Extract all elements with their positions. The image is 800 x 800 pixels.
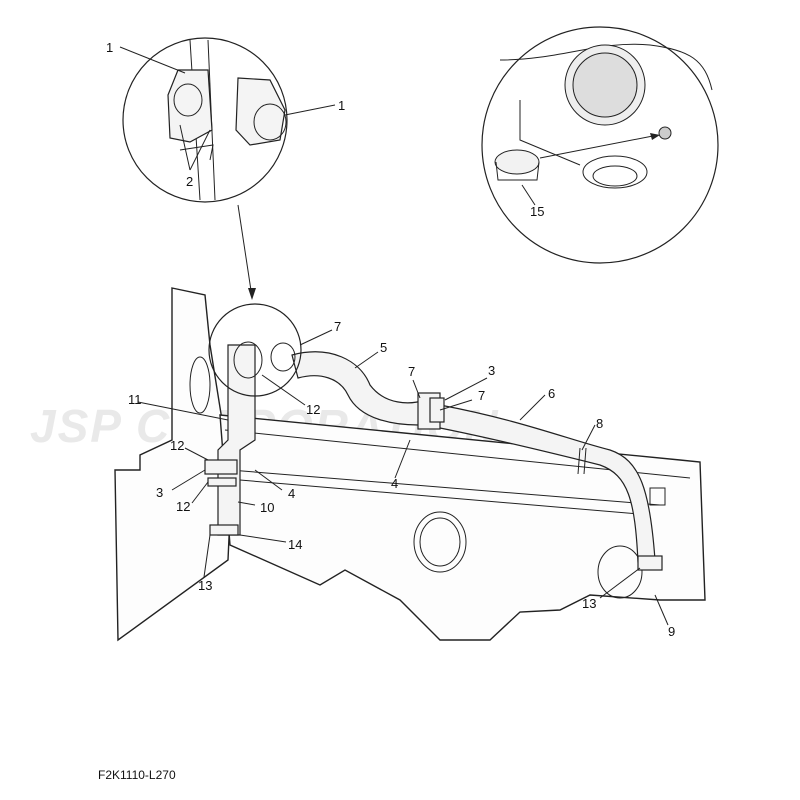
callout-6: 6 [548,386,555,401]
callout-10: 10 [260,500,274,515]
callout-3b: 3 [156,485,163,500]
callout-14: 14 [288,537,302,552]
callout-12c: 12 [176,499,190,514]
detail-zoom-mid [208,204,302,397]
callout-labels: 1 1 2 15 7 5 7 3 7 6 11 12 8 12 4 3 4 12… [106,40,675,639]
callout-7c: 7 [478,388,485,403]
callout-8: 8 [596,416,603,431]
callout-4a: 4 [391,476,398,491]
callout-1b: 1 [338,98,345,113]
callout-5: 5 [380,340,387,355]
callout-4b: 4 [288,486,295,501]
callout-2: 2 [186,174,193,189]
callout-15: 15 [530,204,544,219]
hull-panel [114,287,233,642]
figure-code: F2K1110-L270 [98,768,176,782]
leader-lines [119,46,669,626]
callout-3a: 3 [488,363,495,378]
callout-9: 9 [668,624,675,639]
callout-1a: 1 [106,40,113,55]
detail-zoom-upper-right [481,26,719,264]
callout-12a: 12 [306,402,320,417]
callout-13b: 13 [582,596,596,611]
callout-7b: 7 [408,364,415,379]
callout-11: 11 [128,392,142,407]
hull-body [219,414,706,641]
callout-7a: 7 [334,319,341,334]
callout-13a: 13 [198,578,212,593]
detail-zoom-upper-left [122,37,288,203]
callout-12b: 12 [170,438,184,453]
